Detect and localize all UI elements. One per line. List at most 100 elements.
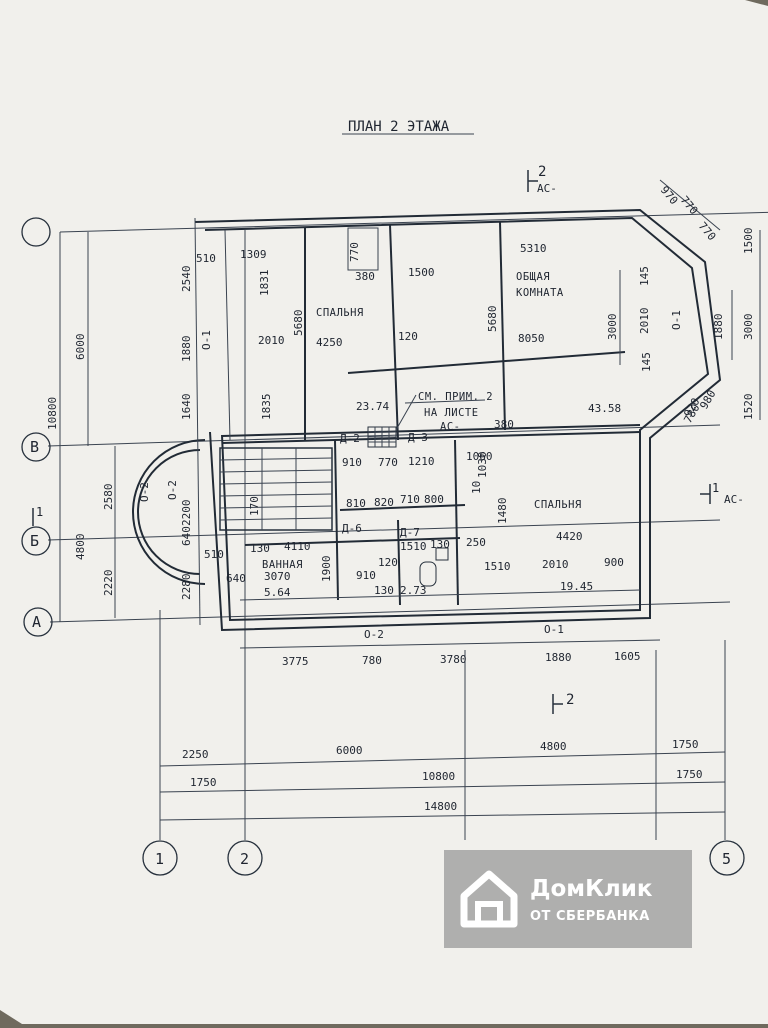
axis-number-2: 2 <box>240 850 249 868</box>
axis-bubble-a <box>23 607 53 637</box>
dim-misc: 710 <box>400 493 420 506</box>
note-line-3: АС- <box>440 421 460 433</box>
shaft-hatch <box>367 426 397 448</box>
dim-left-6000: 6000 <box>74 334 87 361</box>
watermark: ДомКлик ОТ СБЕРБАНКА <box>444 850 692 948</box>
area-bedroom-right: 19.45 <box>560 580 593 593</box>
dim-bottom-3775: 3775 <box>282 655 309 668</box>
dim-left-1640: 1640 <box>180 394 193 421</box>
dim-misc: 1210 <box>408 455 435 468</box>
toilet-fixture <box>419 561 437 587</box>
dim-left-1880: 1880 <box>180 336 193 363</box>
dim-misc: 1030 <box>476 452 489 479</box>
dim-misc: 2200 <box>180 500 193 527</box>
axis-bubble-b <box>21 526 51 556</box>
building-walls <box>194 208 722 632</box>
dim-left-2280: 2280 <box>180 574 193 601</box>
dim-misc: 145 <box>638 266 651 286</box>
axis-number-1: 1 <box>155 850 164 868</box>
area-bedroom-left: 23.74 <box>356 400 389 413</box>
sink-fixture <box>435 547 449 561</box>
dim-misc: 900 <box>604 556 624 569</box>
dim-left-2540: 2540 <box>180 266 193 293</box>
note-leader <box>404 399 486 404</box>
dim-misc: 810 <box>346 497 366 510</box>
dim-row2-6000: 6000 <box>336 744 363 757</box>
dim-misc: 120 <box>378 556 398 569</box>
dimension-lines <box>59 179 761 821</box>
dim-misc: 800 <box>424 493 444 506</box>
axis-letter-v: В <box>30 438 39 456</box>
area-common-room: 43.58 <box>588 402 621 415</box>
section-2-bottom-num: 2 <box>566 692 574 708</box>
dim-right-1500: 1500 <box>742 228 755 255</box>
stair-tower-inner <box>137 449 201 575</box>
dim-misc: 145 <box>640 352 653 372</box>
dim-misc: 770 <box>348 242 361 262</box>
door-d2: Д-2 <box>340 432 360 445</box>
dim-misc: 770 <box>378 456 398 469</box>
axis-line-top <box>59 211 768 233</box>
window-o1-left: О-1 <box>200 330 213 350</box>
interior-dimensions: 510 1309 1831 2010 5680 1835 770 380 150… <box>180 184 725 597</box>
dim-misc: 3000 <box>606 314 619 341</box>
dim-bottom-780: 780 <box>362 654 382 667</box>
dim-row3-1750-right: 1750 <box>676 768 703 781</box>
axis-number-5: 5 <box>722 850 731 868</box>
window-o1-bottom: О-1 <box>544 623 564 636</box>
dim-misc: 250 <box>466 536 486 549</box>
dim-misc: 170 <box>248 496 261 516</box>
staircase <box>219 447 333 531</box>
window-o1-right: О-1 <box>670 310 683 330</box>
section-marks <box>32 170 711 714</box>
dim-misc: 510 <box>196 252 216 265</box>
dim-left-4800: 4800 <box>74 534 87 561</box>
dim-misc: 10 <box>470 481 483 494</box>
dim-misc: 1880 <box>712 314 725 341</box>
dim-right-3000: 3000 <box>742 314 755 341</box>
window-o2-tower-b: О-2 <box>166 480 179 500</box>
dim-misc: 510 <box>204 548 224 561</box>
room-label-bedroom-left: СПАЛЬНЯ <box>316 307 364 319</box>
axis-letter-a: А <box>32 613 41 631</box>
axis-bubble-1 <box>142 840 178 876</box>
plan-title: ПЛАН 2 ЭТАЖА <box>348 119 450 135</box>
dim-row2-4800: 4800 <box>540 740 567 753</box>
dim-misc: 120 <box>398 330 418 343</box>
dim-misc: 5680 <box>292 310 305 337</box>
dim-left-2220: 2220 <box>102 570 115 597</box>
dim-misc: 640 <box>180 526 193 546</box>
room-label-common-1: ОБЩАЯ <box>516 271 550 283</box>
section-1-right-code: АС- <box>724 493 744 506</box>
axis-bubble-v <box>21 432 51 462</box>
dim-bottom-3780: 3780 <box>440 653 467 666</box>
dim-misc: 1309 <box>240 248 267 261</box>
dim-misc: 640 <box>226 572 246 585</box>
section-2-top-code: АС- <box>537 182 557 195</box>
dim-misc: 4110 <box>284 540 311 553</box>
dim-misc: 3070 <box>264 570 291 583</box>
dim-misc: 1060 <box>466 450 493 463</box>
dim-right-1520: 1520 <box>742 394 755 421</box>
dim-misc: 1835 <box>260 394 273 421</box>
door-d3: Д-3 <box>408 431 428 444</box>
dim-row2-1750: 1750 <box>672 738 699 751</box>
dim-misc: 2010 <box>258 334 285 347</box>
dim-misc: 1480 <box>496 498 509 525</box>
axis-line-a <box>49 601 731 623</box>
section-2-top-num: 2 <box>538 164 546 180</box>
dim-misc: 910 <box>342 456 362 469</box>
area-wc: 2.73 <box>400 584 427 597</box>
note-line-2: НА ЛИСТЕ <box>424 407 479 419</box>
dim-misc: 5310 <box>520 242 547 255</box>
axis-line-b <box>47 424 721 447</box>
dim-misc: 130 <box>430 538 450 551</box>
house-logo-icon <box>460 870 518 928</box>
dim-left-10800: 10800 <box>46 397 59 430</box>
dim-misc: 8050 <box>518 332 545 345</box>
window-o2-bottom: О-2 <box>364 628 384 641</box>
note-arrow <box>395 394 417 431</box>
dim-misc: 1831 <box>258 270 271 297</box>
axis-letter-b: Б <box>30 532 39 550</box>
